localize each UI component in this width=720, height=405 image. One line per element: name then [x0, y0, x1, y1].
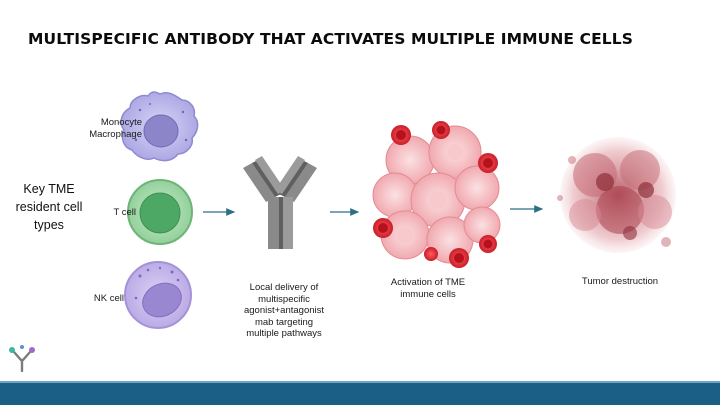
footer-bar [0, 383, 720, 405]
monocyte-label: Monocyte Macrophage [89, 117, 142, 140]
tumor-destruction-icon [557, 137, 676, 253]
key-tme-label: Key TME resident cell types [15, 182, 83, 232]
nk-cell-label: NK cell [93, 293, 124, 304]
tumor-cluster-icon [372, 125, 501, 264]
t-cell-label: T cell [113, 207, 136, 218]
page-title: MULTISPECIFIC ANTIBODY THAT ACTIVATES MU… [28, 30, 633, 48]
local-delivery-label: Local delivery of multispecific agonist+… [243, 282, 325, 339]
t-cell-icon [127, 179, 193, 245]
tumor-destruction-label: Tumor destruction [581, 276, 659, 287]
activation-label: Activation of TME immune cells [390, 277, 466, 300]
nk-cell-icon [124, 261, 192, 329]
activated-immune-cell-icon [373, 121, 498, 268]
footer-divider [0, 381, 720, 383]
monocyte-cell-icon [120, 91, 199, 162]
antibody-icon [243, 156, 317, 249]
antibody-logo-icon [9, 345, 35, 373]
